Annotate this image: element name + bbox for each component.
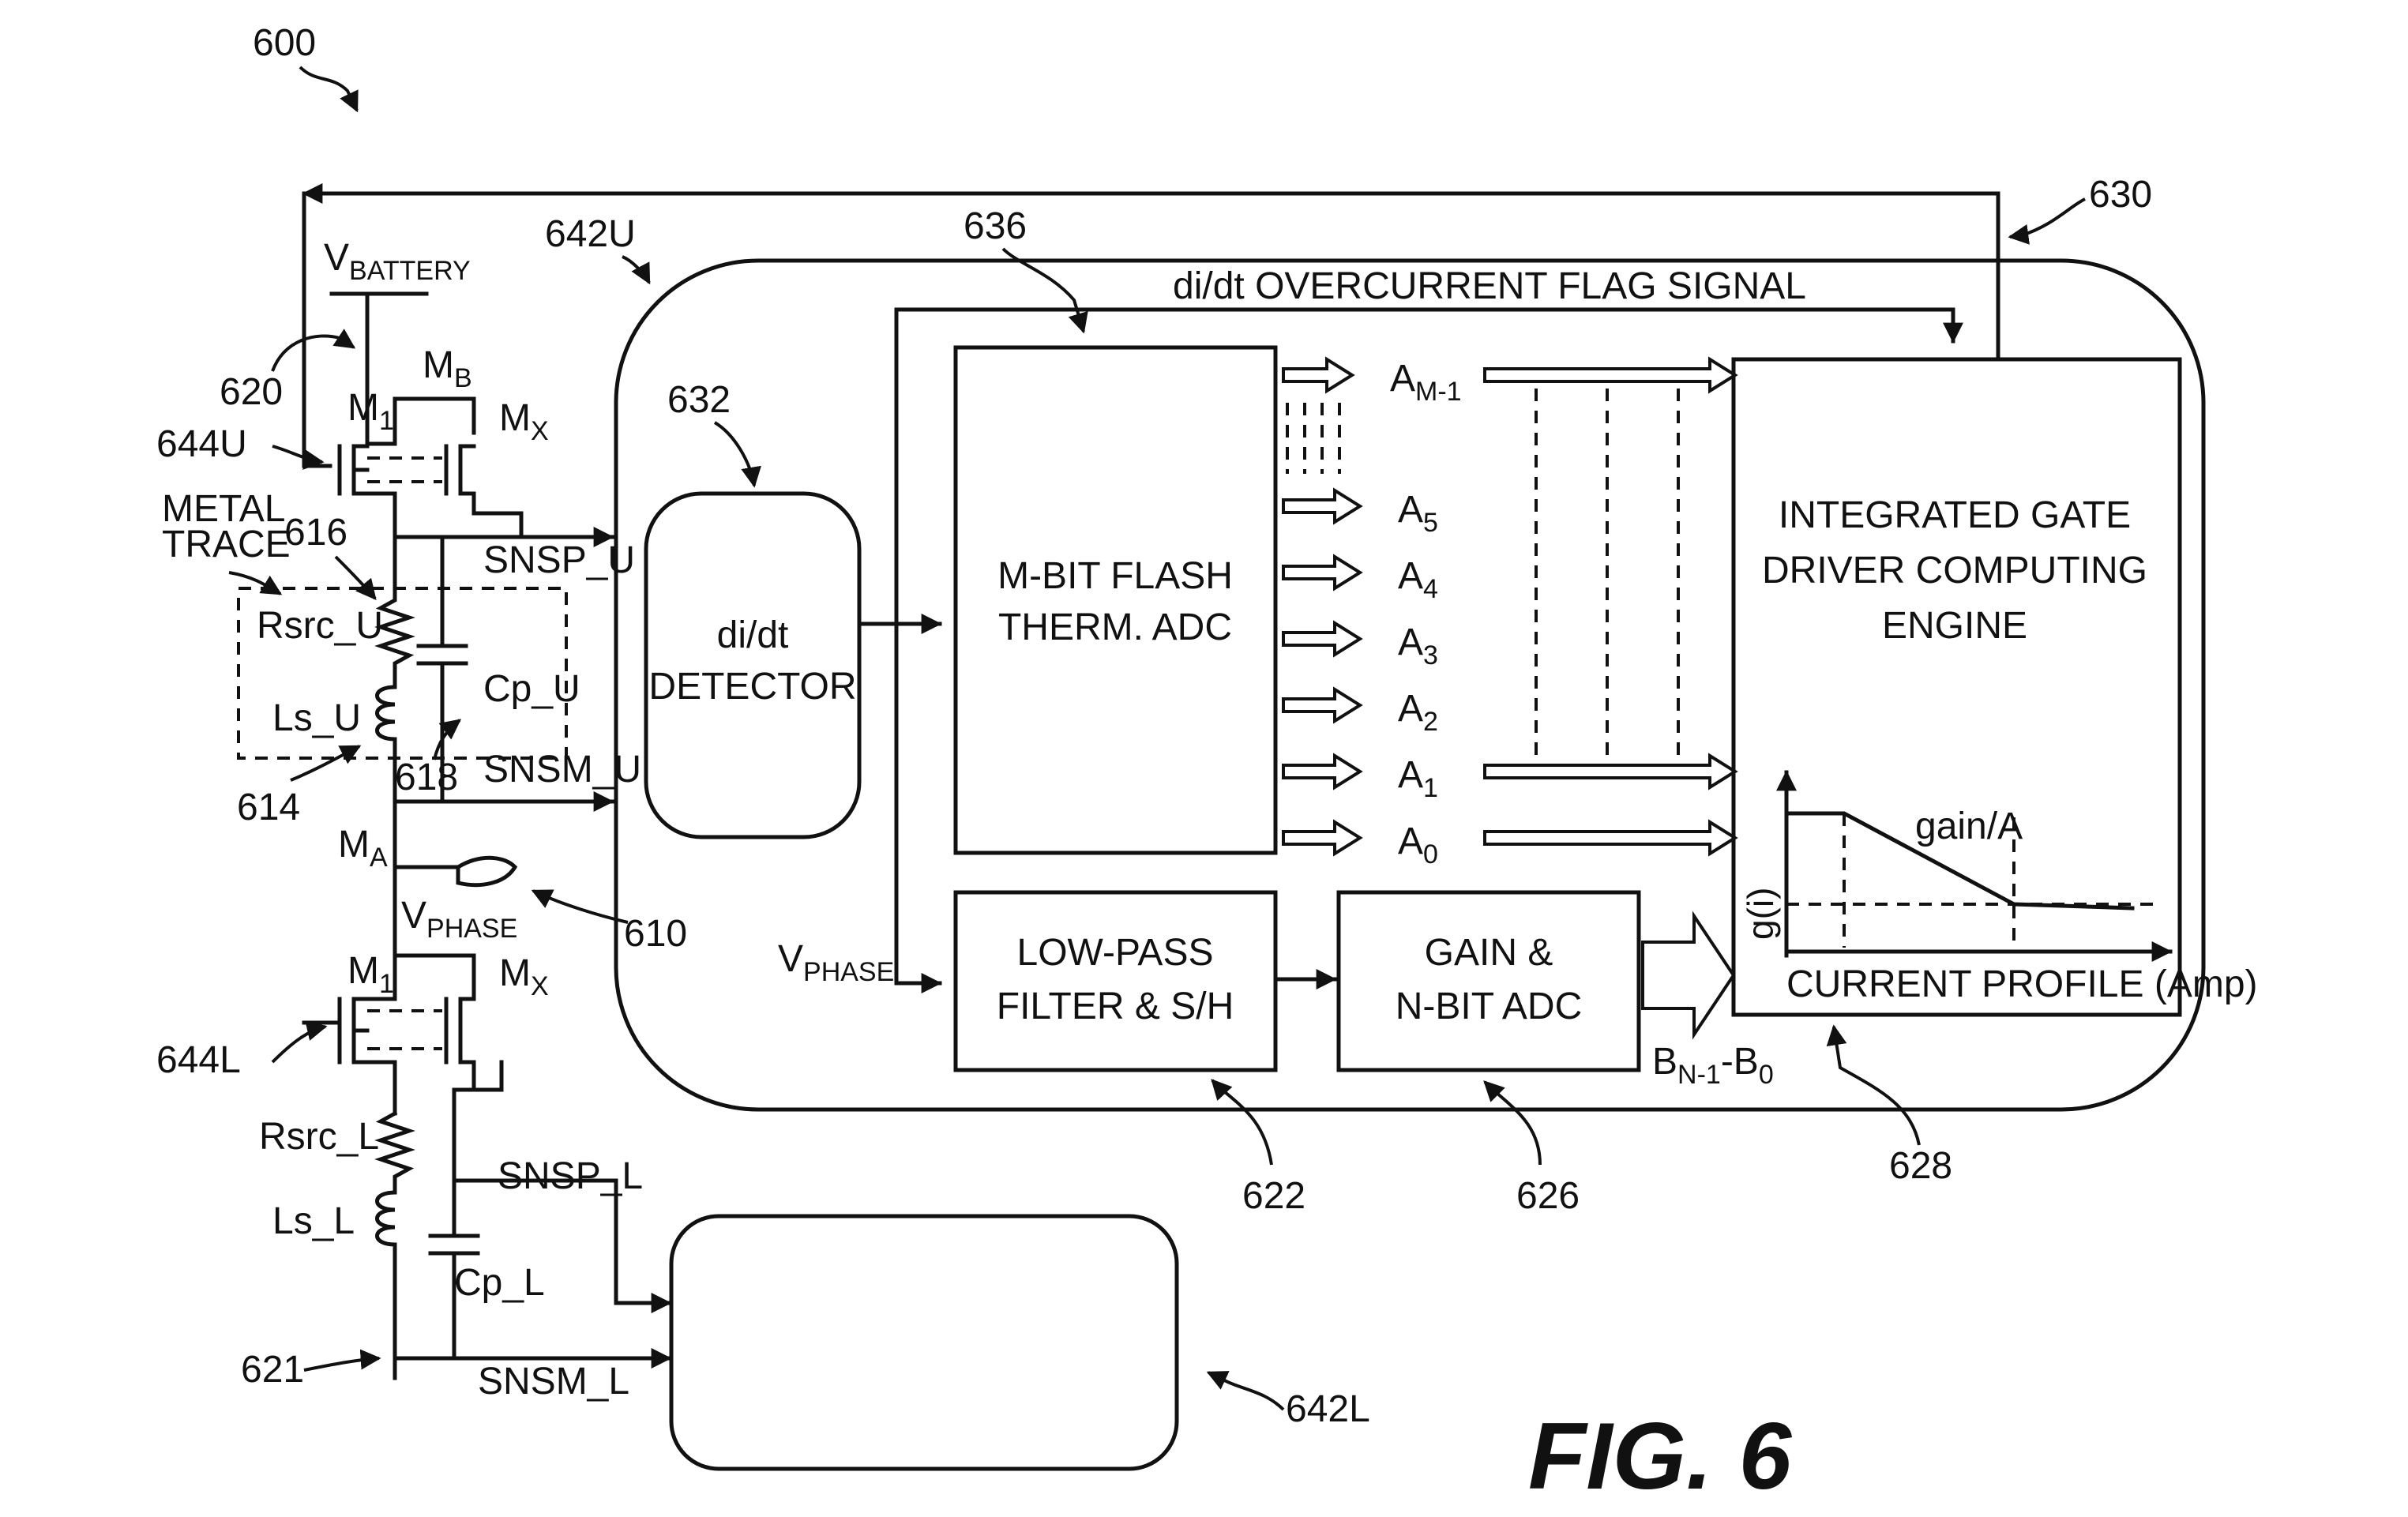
engine-label-2: DRIVER COMPUTING — [1762, 550, 2147, 591]
metal-trace-label-1: METAL — [162, 488, 285, 530]
adc-outputs: AM-1 A5 A4 A3 A2 A1 A0 — [1282, 356, 1462, 869]
output-label: AM-1 — [1390, 358, 1462, 407]
output-label: A2 — [1398, 688, 1438, 737]
snsm-l-label: SNSM_L — [478, 1361, 629, 1402]
bus-output-arrow — [1641, 911, 1736, 1040]
upper-mirror-label: MX — [499, 397, 549, 446]
ref-upper-module: 642U — [545, 213, 636, 255]
flash-adc-block: M-BIT FLASH THERM. ADC 636 — [953, 205, 1278, 855]
engine-input-bus — [1483, 356, 1738, 857]
snsm-u-label: SNSM_U — [483, 749, 641, 790]
detector-label-1: di/dt — [717, 614, 789, 656]
metal-trace-label-2: TRACE — [162, 524, 291, 565]
didt-detector-block: di/dt DETECTOR 632 — [644, 379, 862, 839]
power-stage-circuit: VBATTERY 620 M1 MB MX 644U SNSP_U SNSM_U… — [156, 191, 687, 1402]
output-label: A3 — [1398, 621, 1438, 670]
gain-adc-block: GAIN & N-BIT ADC BN-1-B0 626 — [1336, 890, 1774, 1217]
node-a-label: MA — [338, 824, 388, 873]
ref-phase-node: 610 — [624, 913, 687, 955]
output-label: A0 — [1398, 820, 1438, 869]
output-arrow — [1282, 487, 1363, 525]
output-arrow — [1282, 686, 1363, 724]
snsp-l-label: SNSP_L — [498, 1155, 643, 1197]
engine-label-1: INTEGRATED GATE — [1779, 494, 2131, 536]
output-continuation — [1286, 403, 1341, 474]
ref-detector: 632 — [667, 379, 731, 421]
ref-battery: 620 — [220, 371, 283, 413]
rsrc-u-label: Rsrc_U — [257, 605, 383, 647]
output-arrow — [1282, 620, 1363, 658]
lowpass-filter-block: LOW-PASS FILTER & S/H 622 — [953, 890, 1305, 1217]
ls-u-label: Ls_U — [272, 697, 361, 739]
gain-adc-label-2: N-BIT ADC — [1396, 986, 1582, 1027]
plot-ylabel: g(i) — [1740, 888, 1781, 940]
ref-engine: 628 — [1889, 1145, 1952, 1187]
output-label: A1 — [1398, 754, 1438, 803]
upper-module: 642U — [545, 213, 2206, 1112]
flash-adc-label-1: M-BIT FLASH — [997, 555, 1233, 597]
ref-inductance: 614 — [237, 787, 300, 828]
ref-capacitance: 618 — [395, 757, 458, 798]
ref-lower-gate: 644L — [156, 1039, 241, 1081]
plot-slope-label: gain/A — [1915, 805, 2023, 847]
output-arrow — [1282, 356, 1355, 394]
overcurrent-flag-line: di/dt OVERCURRENT FLAG SIGNAL — [858, 265, 1963, 993]
cp-u-label: Cp_U — [483, 668, 580, 710]
vphase-label: VPHASE — [401, 895, 517, 944]
lower-main-label: M1 — [347, 950, 394, 999]
ls-l-label: Ls_L — [272, 1200, 355, 1242]
ref-upper-gate: 644U — [156, 423, 247, 465]
figure-number-leader — [299, 66, 359, 113]
ref-lpf: 622 — [1242, 1175, 1305, 1217]
rsrc-l-label: Rsrc_L — [259, 1116, 379, 1158]
vbattery-label: VBATTERY — [324, 237, 471, 286]
gain-profile-plot: g(i) gain/A CURRENT PROFILE (Amp) — [1740, 770, 2258, 1005]
ref-flash-adc: 636 — [964, 205, 1027, 247]
ref-trace: 616 — [284, 512, 347, 554]
lpf-label-2: FILTER & S/H — [997, 986, 1234, 1027]
output-arrow — [1282, 554, 1363, 591]
ref-gain-adc: 626 — [1516, 1175, 1580, 1217]
figure-caption: FIG. 6 — [1528, 1403, 1793, 1509]
upper-bypass-label: MB — [423, 344, 472, 393]
flash-adc-label-2: THERM. ADC — [998, 606, 1232, 648]
ref-ground: 621 — [241, 1349, 304, 1391]
figure-number: 600 — [253, 22, 316, 64]
output-label: A5 — [1398, 489, 1438, 538]
gain-adc-label-1: GAIN & — [1425, 932, 1553, 974]
bus-output-label: BN-1-B0 — [1652, 1041, 1774, 1090]
lpf-label-1: LOW-PASS — [1017, 932, 1214, 974]
ref-lower-module: 642L — [1286, 1388, 1370, 1430]
engine-block: INTEGRATED GATE DRIVER COMPUTING ENGINE … — [1731, 357, 2258, 1187]
vphase-input-label: VPHASE — [778, 938, 894, 987]
cp-l-label: Cp_L — [454, 1262, 545, 1304]
output-label: A4 — [1398, 555, 1438, 604]
output-arrow — [1282, 753, 1363, 790]
flag-signal-label: di/dt OVERCURRENT FLAG SIGNAL — [1173, 265, 1806, 307]
detector-label-2: DETECTOR — [648, 666, 856, 708]
plot-xlabel: CURRENT PROFILE (Amp) — [1786, 963, 2258, 1005]
feedback-line: 630 — [302, 174, 2152, 362]
lower-module: 642L — [669, 1214, 1370, 1471]
ref-feedback: 630 — [2089, 174, 2152, 216]
output-arrow — [1282, 819, 1363, 857]
engine-label-3: ENGINE — [1882, 605, 2027, 647]
snsp-u-label: SNSP_U — [483, 539, 635, 581]
upper-main-label: M1 — [347, 387, 394, 436]
lower-mirror-label: MX — [499, 952, 549, 1001]
